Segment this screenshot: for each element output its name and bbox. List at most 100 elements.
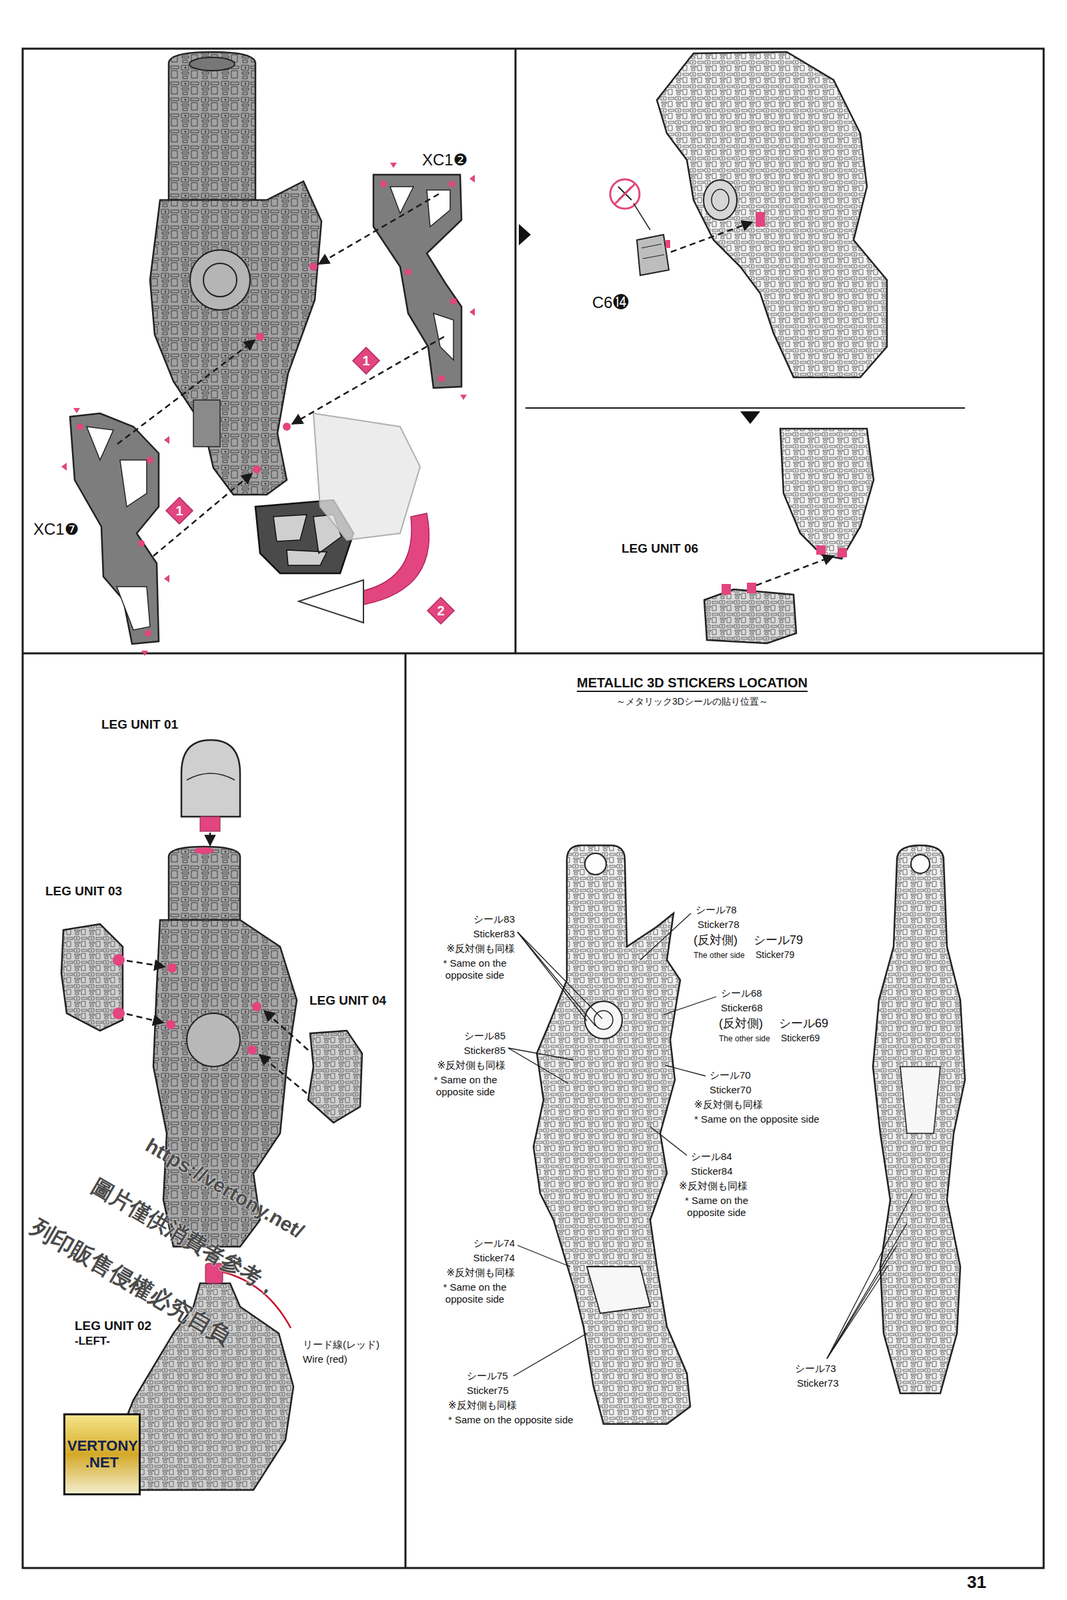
sticker-location-views-part-part [513, 1333, 587, 1377]
step-leg-units-part [308, 1030, 363, 1124]
step-leg-unit-06 [704, 428, 874, 644]
step-leg-units-part-part [126, 960, 165, 967]
step-upper-leg-frames-part-part [318, 194, 439, 265]
step-leg-unit-06-part [704, 589, 797, 644]
step-upper-leg-frames-part-part [146, 456, 154, 464]
sticker-number: Sticker83 [414, 928, 515, 941]
step-c6-part-part [614, 184, 635, 205]
note-en: * Same on the opposite side [448, 1414, 574, 1427]
step-upper-leg-frames-part-part [252, 465, 261, 474]
step-c6-part-part [703, 180, 737, 221]
sticker-location-views-part-part [826, 1193, 913, 1360]
step-upper-leg-frames-part-part [164, 574, 170, 583]
step-c6-part-part [711, 189, 729, 211]
page-frame-part [22, 652, 1044, 655]
sticker-number: Sticker74 [414, 1252, 515, 1265]
page-frame-part [514, 48, 517, 654]
step-upper-leg-frames-part [203, 263, 237, 297]
part-name: LEG UNIT 03 [44, 884, 124, 900]
page-frame-part [518, 224, 531, 246]
sticker-number: Sticker79 [755, 949, 795, 961]
sticker-number: Sticker70 [709, 1084, 752, 1097]
step-upper-leg-frames [61, 52, 475, 657]
other-side-note: The other side [693, 950, 745, 961]
step-upper-leg-frames-part [298, 580, 364, 623]
note-ja: ※反対側も同様 [694, 1099, 763, 1112]
step-upper-leg-frames-part-part [164, 436, 170, 445]
page-number: 31 [966, 1572, 987, 1594]
sticker-number: Sticker75 [466, 1385, 509, 1398]
step-leg-units-part [308, 1030, 363, 1124]
sticker-location-views-part [508, 913, 913, 1377]
other-side-note: (反対側) [693, 933, 738, 949]
step-leg-unit-06-part [837, 548, 847, 558]
step-upper-leg-frames-part-part [138, 540, 145, 547]
node-body: 1 [166, 497, 193, 525]
sticker-number: シール85 [412, 1030, 506, 1043]
step-leg-units-part [168, 846, 241, 921]
callout-diamond: 1 [352, 347, 380, 375]
node-body: 1 [352, 347, 380, 375]
sticker-number: シール78 [695, 904, 737, 917]
sticker-number: Sticker84 [690, 1165, 733, 1178]
sticker-location-views-part-part [517, 932, 587, 1021]
note-ja: ※反対側も同様 [448, 1399, 517, 1412]
note-en: * Same on the opposite side [674, 1195, 759, 1220]
step-leg-unit-06-part [721, 584, 731, 595]
sticker-location-views-part-part [663, 996, 717, 1015]
other-side-note: The other side [718, 1034, 771, 1044]
step-c6-part-part [610, 179, 640, 209]
step-upper-leg-frames-part-part [404, 268, 412, 276]
step-leg-unit-06-part [746, 582, 757, 594]
step-leg-units-part [168, 846, 241, 921]
note-en: * Same on the opposite side [434, 957, 515, 982]
step-upper-leg-frames-part [86, 426, 151, 631]
sticker-location-views-part-part [508, 1048, 569, 1084]
step-upper-leg-frames-part [61, 162, 475, 657]
part-name: LEG UNIT 06 [620, 541, 700, 557]
step-upper-leg-frames-part-part [309, 262, 318, 271]
sticker-location-views-part-part [826, 1265, 889, 1360]
step-leg-units-part [194, 847, 215, 855]
sticker-number: シール68 [720, 987, 763, 1000]
note-ja: ※反対側も同様 [412, 1059, 506, 1072]
step-upper-leg-frames-part [363, 513, 429, 605]
step-c6-part-part [656, 52, 887, 378]
step-upper-leg-frames-part [117, 194, 445, 557]
page-frame-part [740, 411, 761, 425]
sticker-number: シール69 [778, 1016, 829, 1032]
step-leg-unit-06-part [780, 428, 874, 559]
step-upper-leg-frames-part-part [73, 408, 81, 414]
step-leg-units-part [181, 740, 241, 817]
step-upper-leg-frames-part [193, 400, 221, 447]
note-en: * Same on the opposite side [425, 1074, 506, 1099]
sticker-location-views-part-part [517, 932, 603, 1019]
note-ja: ※反対側も同様 [678, 1180, 748, 1193]
step-leg-unit-06-part [704, 589, 797, 644]
step-upper-leg-frames-part [273, 514, 342, 566]
callout-number: 1 [175, 503, 183, 519]
step-upper-leg-frames-part [150, 181, 322, 495]
step-upper-leg-frames-part-part [141, 650, 149, 657]
step-leg-units-part [126, 832, 309, 1263]
node-body: 2 [427, 597, 455, 625]
note-en: * Same on the opposite side [434, 1281, 515, 1306]
step-upper-leg-frames-part-part [469, 174, 475, 183]
note-en: * Same on the opposite side [694, 1113, 820, 1126]
step-leg-units-part [112, 1007, 125, 1020]
part-name: LEG UNIT 01 [100, 717, 180, 733]
node-body: VERTONY .NET [63, 1413, 141, 1496]
step-leg-units-part [200, 816, 221, 832]
step-leg-units-part-part [209, 832, 212, 846]
sticker-number: シール74 [414, 1237, 515, 1250]
section-heading: METALLIC 3D STICKERS LOCATION [576, 674, 808, 693]
watermark-logo: VERTONY .NET [63, 1413, 141, 1496]
sticker-location-views-part [584, 853, 607, 875]
callout-number: 2 [436, 603, 445, 619]
sticker-number: シール79 [753, 933, 803, 949]
step-leg-units-part-part [264, 1010, 309, 1051]
note-ja: ※反対側も同様 [414, 1267, 515, 1280]
